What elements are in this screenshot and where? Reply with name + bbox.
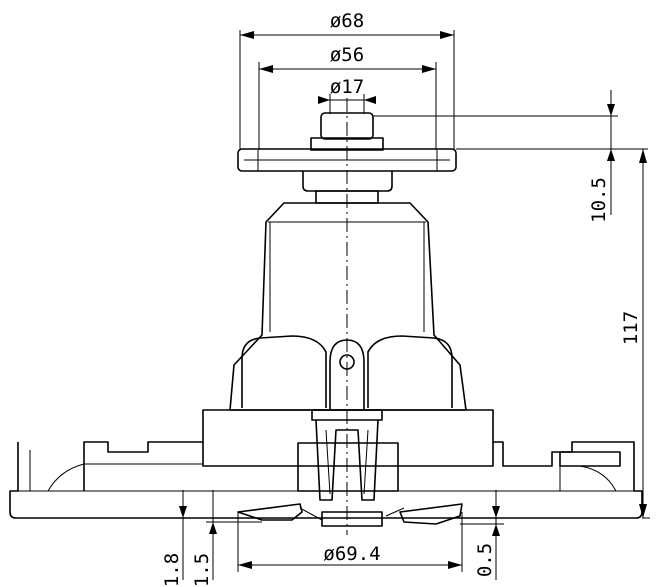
- dimension-overall-height: 117: [620, 149, 650, 519]
- housing: [229, 202, 467, 411]
- pump-outline: [9, 98, 643, 535]
- bolt-circle-label: ø56: [330, 44, 364, 66]
- base-plate: [9, 441, 643, 519]
- impeller: [237, 503, 463, 527]
- hub-diameter-label: ø17: [330, 76, 364, 98]
- dimension-0-5: 0.5: [460, 490, 504, 580]
- dimension-hub-diameter: ø17: [318, 76, 376, 114]
- dim-0-5-label: 0.5: [474, 543, 496, 577]
- impeller-diameter-label: ø69.4: [323, 543, 380, 565]
- dimension-flange-offset: 10.5: [373, 90, 648, 223]
- flange-offset-label: 10.5: [588, 177, 610, 223]
- dim-1-8-label: 1.8: [161, 553, 183, 587]
- overall-height-label: 117: [620, 311, 642, 345]
- dimension-1-8: 1.8: [161, 490, 240, 587]
- dimension-impeller-diameter: ø69.4: [237, 512, 463, 572]
- flange-diameter-label: ø68: [330, 10, 364, 32]
- dimension-bolt-circle: ø56: [258, 44, 437, 150]
- dimension-1-5: 1.5: [191, 490, 262, 587]
- spring-clip: [315, 419, 379, 501]
- dim-1-5-label: 1.5: [191, 553, 213, 587]
- base-block: [202, 409, 494, 492]
- dimension-flange-diameter: ø68: [239, 10, 455, 150]
